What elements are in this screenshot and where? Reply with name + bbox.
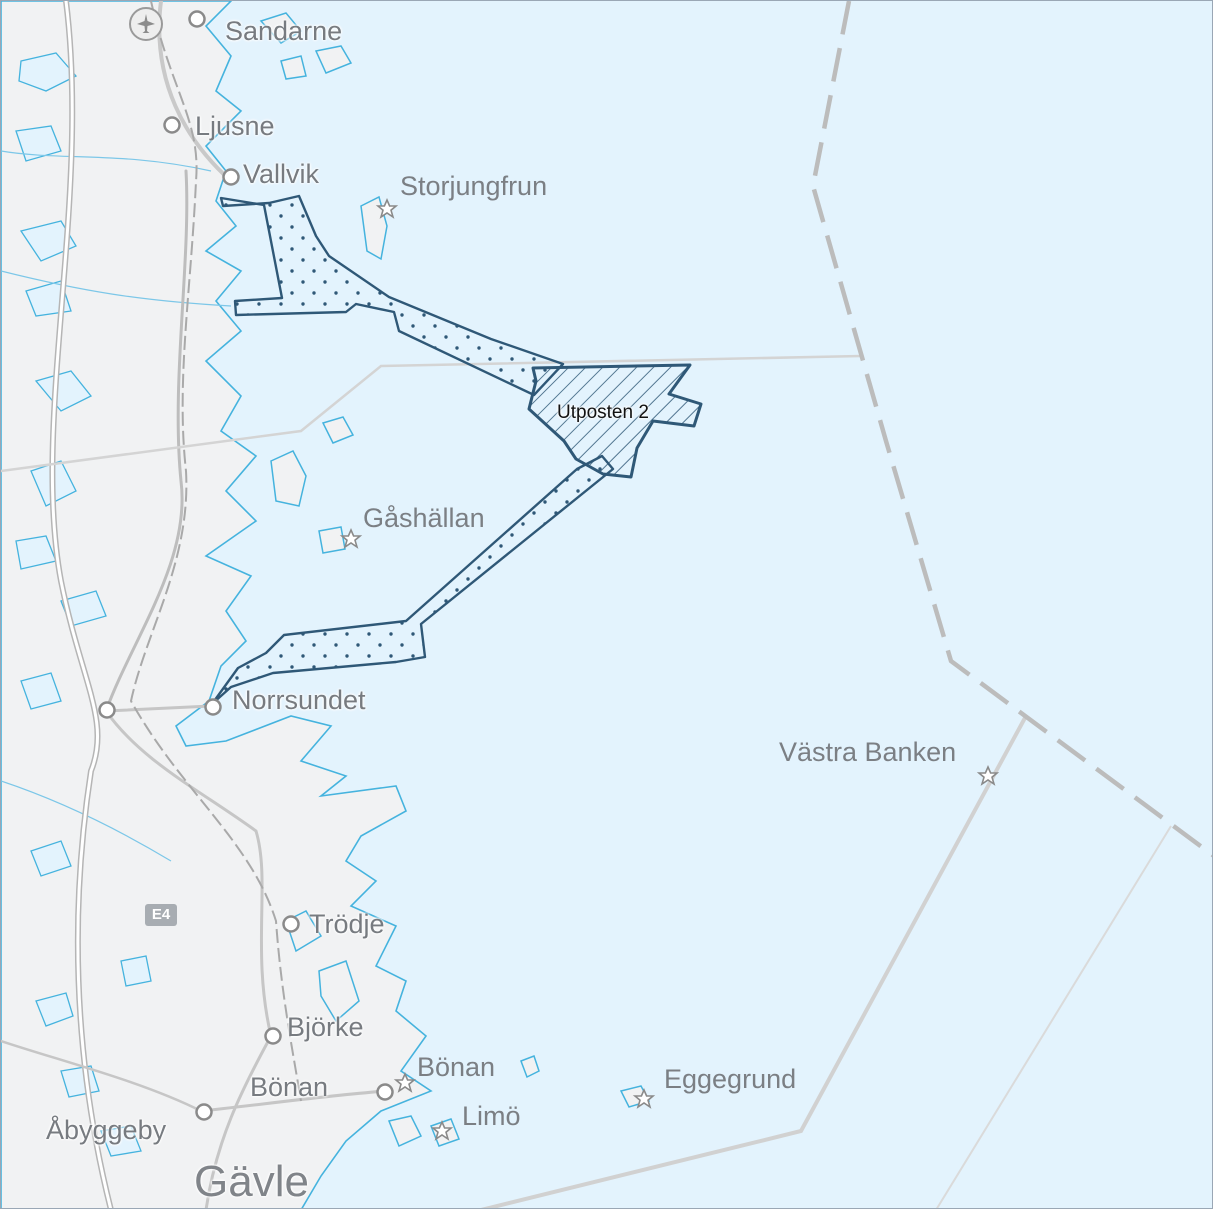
- place-label-ljusne: Ljusne: [195, 111, 275, 141]
- place-label-eggegrund: Eggegrund: [664, 1064, 797, 1094]
- rivers: [1, 150, 232, 862]
- place-label-abyggeby: Åbyggeby: [46, 1115, 167, 1145]
- place-label-vallvik: Vallvik: [243, 159, 320, 189]
- place-label-gashallan: Gåshällan: [363, 503, 485, 533]
- place-label-bjorke: Björke: [287, 1012, 364, 1042]
- zone-border-dashed: [810, 1, 1212, 858]
- islands: [259, 12, 651, 1148]
- land-mainland: [1, 1, 433, 1208]
- star-icons: [339, 197, 1000, 1141]
- place-label-trodje: Trödje: [309, 909, 385, 939]
- place-label-storjungfrun: Storjungfrun: [400, 171, 548, 201]
- wind-farm-area[interactable]: [527, 363, 703, 479]
- area-label-utposten-2: Utposten 2: [557, 402, 649, 423]
- place-label-bonan-sea: Bönan: [417, 1052, 496, 1082]
- place-label-sandarne: Sandarne: [225, 16, 343, 46]
- place-label-norrsundet: Norrsundet: [232, 685, 366, 715]
- place-label-bonan-land: Bönan: [250, 1072, 329, 1102]
- maritime-lines: [480, 715, 1172, 1208]
- town-markers: [98, 10, 394, 1121]
- roads: [1, 1, 863, 1208]
- place-label-gavle: Gävle: [194, 1157, 309, 1206]
- place-label-limo: Limö: [462, 1101, 521, 1131]
- railway: [129, 1, 302, 1102]
- airport-icon: [129, 7, 163, 41]
- place-label-vastra-banken: Västra Banken: [779, 737, 957, 767]
- road-shield-e4: E4: [145, 904, 177, 926]
